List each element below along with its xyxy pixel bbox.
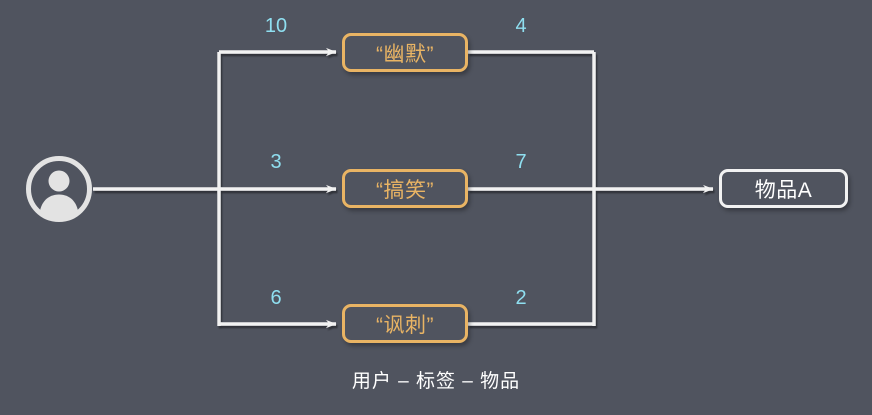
item-node-a[interactable]: 物品A bbox=[719, 169, 848, 208]
weight-user-tag-0: 10 bbox=[264, 15, 288, 37]
weight-user-tag-2: 6 bbox=[270, 287, 282, 309]
user-avatar-icon bbox=[26, 156, 92, 222]
tag-node-0-label: “幽默” bbox=[376, 42, 434, 66]
item-node-a-label: 物品A bbox=[754, 178, 813, 202]
tag-node-2[interactable]: “讽刺” bbox=[342, 304, 468, 343]
weight-user-tag-1: 3 bbox=[270, 151, 282, 173]
weight-tag-1-item: 7 bbox=[515, 151, 527, 173]
tag-node-2-label: “讽刺” bbox=[376, 313, 434, 337]
weight-tag-2-item: 2 bbox=[515, 287, 527, 309]
tag-node-0[interactable]: “幽默” bbox=[342, 33, 468, 72]
tag-node-1[interactable]: “搞笑” bbox=[342, 169, 468, 208]
tag-node-1-label: “搞笑” bbox=[376, 178, 434, 202]
weight-tag-0-item: 4 bbox=[515, 15, 527, 37]
user-avatar bbox=[25, 155, 93, 223]
diagram-caption: 用户 – 标签 – 物品 bbox=[351, 371, 521, 392]
